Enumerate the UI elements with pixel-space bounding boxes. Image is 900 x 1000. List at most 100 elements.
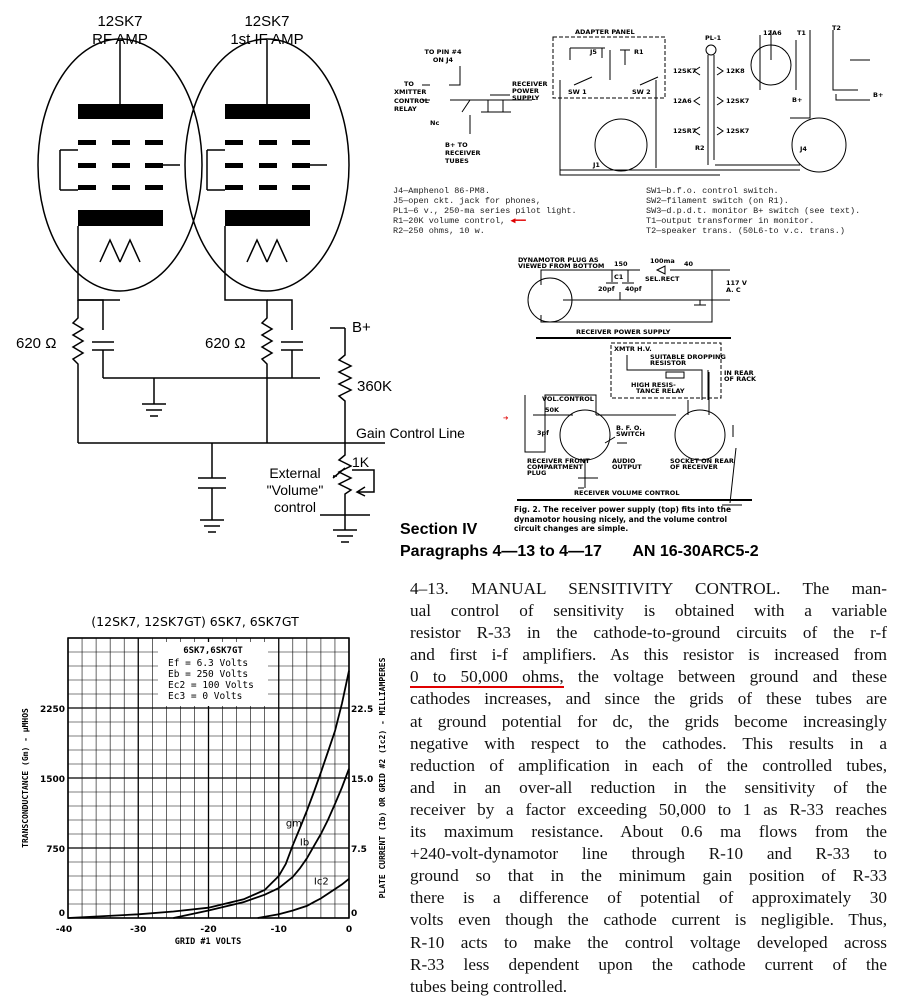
nc-label: Nc xyxy=(430,119,439,127)
plug-label-2: VIEWED FROM BOTTOM xyxy=(518,262,604,270)
red-arrow-icon: ➔ xyxy=(503,414,509,422)
sw1-label: SW 1 xyxy=(568,88,587,96)
article-line: 0 to 50,000 ohms, the voltage between gr… xyxy=(410,666,887,689)
gain-control-line-label: Gain Control Line xyxy=(356,425,465,441)
j4-label: J4 xyxy=(799,145,807,153)
volume-label-2: "Volume" xyxy=(267,482,324,498)
socket-label-2: OF RECEIVER xyxy=(670,463,718,471)
bplus-t1-label: B+ xyxy=(792,96,802,104)
to-xmitter-2: XMITTER xyxy=(394,88,426,96)
bplus-tubes-3: TUBES xyxy=(445,157,469,165)
rear-label-2: OF RACK xyxy=(724,375,757,383)
article-line: ground so that in the minimum gain posit… xyxy=(410,866,887,886)
article-line: and first i-f amplifiers. As this resist… xyxy=(410,645,887,665)
to-pin-label-1: TO PIN #4 xyxy=(424,48,462,56)
parts-list-right: SW1—b.f.o. control switch. SW2—filament … xyxy=(646,186,860,236)
series-line-ib xyxy=(173,768,350,919)
article-line: negative with respect to the cathodes. T… xyxy=(410,733,887,753)
article-text: 4–13. MANUAL SENSITIVITY CONTROL. The ma… xyxy=(410,578,887,998)
r50k-label: 50K xyxy=(545,406,560,414)
article-line: and in an over-all reduction in the sens… xyxy=(410,777,887,797)
inset-line: Eb = 250 Volts xyxy=(168,669,248,680)
paragraph-range: Paragraphs 4—13 to 4—17 xyxy=(400,543,602,560)
resistor-1k-label: 1K xyxy=(352,454,370,470)
underlined-highlight: 0 to 50,000 ohms, xyxy=(410,667,564,689)
part-sw3: SW3—d.p.d.t. monitor B+ switch (see text… xyxy=(646,206,861,216)
sw2-label: SW 2 xyxy=(632,88,651,96)
plot-frame xyxy=(67,637,350,919)
article-line: receiver by a factor exceeding 50,000 to… xyxy=(410,799,887,819)
to-pin-label-2: ON J4 xyxy=(433,56,454,64)
volume-label-1: External xyxy=(269,465,320,481)
y-right-tick-label: 0 xyxy=(351,909,357,919)
heater-right-1: 12K8 xyxy=(726,67,745,75)
bplus-j4-label: B+ xyxy=(873,91,883,99)
bplus-tubes-2: RECEIVER xyxy=(445,149,481,157)
bfo-label-2: SWITCH xyxy=(616,430,645,438)
article-line: 4–13. MANUAL SENSITIVITY CONTROL. The ma… xyxy=(410,579,887,598)
y-axis-right-label: PLATE CURRENT (Ib) OR GRID #2 (Ic2) - MI… xyxy=(378,657,387,898)
y-tick-label: 1500 xyxy=(40,775,65,785)
article-line: R-33 less dependent upon the cathode cur… xyxy=(410,954,887,974)
part-pl1: PL1—6 v., 250-ma series pilot light. xyxy=(393,206,577,216)
article-line: tubes being controlled. xyxy=(410,976,568,996)
j5-label: J5 xyxy=(589,48,597,56)
tube2-name: 12SK7 xyxy=(244,13,289,30)
document-number: AN 16-30ARC5-2 xyxy=(632,543,759,560)
to-xmitter-1: TO xyxy=(404,80,414,88)
figure-caption: Fig. 2. The receiver power supply (top) … xyxy=(514,505,731,534)
plug-label-1: DYNAMOTOR PLUG AS xyxy=(518,256,599,264)
inset-title: 6SK7,6SK7GT xyxy=(183,646,243,656)
tube1-name: 12SK7 xyxy=(97,13,142,30)
caption-line: circuit changes are simple. xyxy=(514,524,629,533)
article-line: R-10 acts to make the control voltage de… xyxy=(410,932,887,952)
chart-title: (12SK7, 12SK7GT) 6SK7, 6SK7GT xyxy=(91,614,299,629)
to-xmitter-4: RELAY xyxy=(394,105,417,113)
parts-list-left: J4—Amphenol 86-PM8. J5—open ckt. jack fo… xyxy=(393,186,577,236)
audio-label-1: AUDIO xyxy=(612,457,636,465)
heater-left-3: 12SR7 xyxy=(673,127,696,135)
j1-label: J1 xyxy=(592,161,600,169)
t1-label: T1 xyxy=(797,29,806,37)
cathode-resistor-1-label: 620 Ω xyxy=(16,335,56,352)
x-tick-label: -20 xyxy=(200,925,216,935)
article-line: volts even though the cathode current is… xyxy=(410,910,887,930)
power-supply-and-volume-schematic: ➔ DYNAMOTOR PLUG AS VIEWED FROM BOTTOM 1… xyxy=(503,256,757,506)
heater-right-3: 12SK7 xyxy=(726,127,749,135)
part-r1-text: R1—20K volume control, xyxy=(393,216,506,226)
audio-label-2: OUTPUT xyxy=(612,463,642,471)
inset-line: Ec2 = 100 Volts xyxy=(168,680,254,691)
caption-line: dynamotor housing nicely, and the volume… xyxy=(514,514,728,524)
article-line: ual control of sensitivity is obtained w… xyxy=(410,601,887,621)
relay-label-1: HIGH RESIS- xyxy=(631,381,676,389)
c3-label: 3pf xyxy=(537,429,549,437)
r150-label: 150 xyxy=(614,260,628,268)
c1-label: C1 xyxy=(614,273,624,281)
part-t1: T1—output transformer in monitor. xyxy=(646,216,815,226)
part-r2: R2—250 ohms, 10 w. xyxy=(393,226,485,236)
rect-label: SEL.RECT xyxy=(645,275,680,283)
adapter-panel-schematic: TO PIN #4 ON J4 TO XMITTER CONTROL RELAY… xyxy=(394,24,883,176)
adapter-panel-label: ADAPTER PANEL xyxy=(575,28,635,36)
part-j5: J5—open ckt. jack for phones, xyxy=(393,196,541,206)
volume-control-title: RECEIVER VOLUME CONTROL xyxy=(574,489,679,497)
pl1-label: PL-1 xyxy=(705,34,722,42)
y-right-tick-label: 7.5 xyxy=(351,845,367,855)
article-line: at ground potential for dc, the grids be… xyxy=(410,711,887,731)
tube2-function: 1st IF AMP xyxy=(230,31,303,48)
tube1-function: RF AMP xyxy=(92,31,148,48)
caption-line: Fig. 2. The receiver power supply (top) … xyxy=(514,505,732,514)
part-sw1: SW1—b.f.o. control switch. xyxy=(646,186,779,196)
series-label-ib: Ib xyxy=(300,837,309,848)
article-line: its maximum resistance. About 0.6 ma flo… xyxy=(410,822,887,842)
r2-label: R2 xyxy=(695,144,705,152)
heater-left-2: 12A6 xyxy=(673,97,692,105)
article-line: there is a difference of potential of ap… xyxy=(410,888,887,908)
series-label-ic2: Ic2 xyxy=(314,877,329,888)
socket-label-1: SOCKET ON REAR xyxy=(670,457,734,465)
resistor-label-2: RESISTOR xyxy=(650,359,686,367)
c20-label: 20pf xyxy=(598,285,615,293)
section-heading: Section IV xyxy=(400,521,478,538)
x-tick-label: -30 xyxy=(130,925,146,935)
x-axis-label: GRID #1 VOLTS xyxy=(175,937,242,947)
